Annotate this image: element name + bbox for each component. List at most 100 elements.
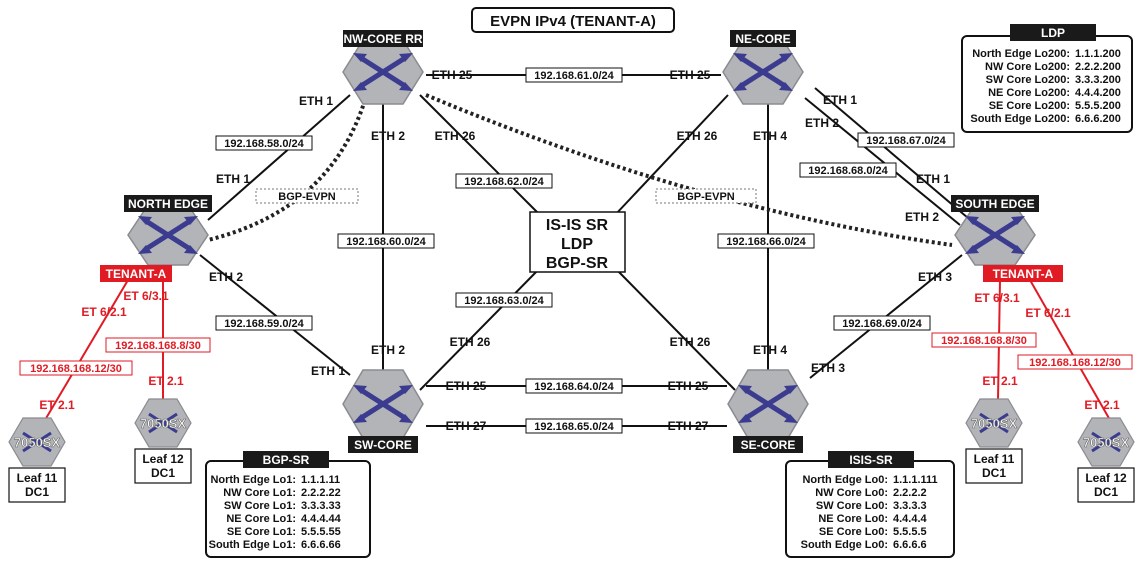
isis-row-2-label: NW Core Lo0: [815, 487, 888, 499]
if-ne-eth2: ETH 2 [805, 116, 839, 130]
router-se-core[interactable]: SE-CORE [727, 369, 809, 453]
if-north-eth1: ETH 1 [216, 172, 250, 186]
svg-text:192.168.63.0/24: 192.168.63.0/24 [464, 295, 544, 307]
if-north-eth2: ETH 2 [209, 270, 243, 284]
subnet-nw-ne: 192.168.61.0/24 [525, 67, 623, 83]
if-sw-eth1: ETH 1 [311, 364, 345, 378]
svg-text:192.168.69.0/24: 192.168.69.0/24 [842, 318, 922, 330]
ldp-row-5-label: SE Core Lo200: [989, 100, 1070, 112]
if-ne-eth4: ETH 4 [753, 129, 787, 143]
if-lleaf12-et21: ET 2.1 [148, 374, 184, 388]
if-nw-eth1: ETH 1 [299, 94, 333, 108]
router-ne-core-label: NE-CORE [735, 32, 790, 46]
tenant-badge-north [100, 265, 172, 282]
leaf-switch-right-12[interactable]: 7050SX Leaf 12 DC1 [1077, 417, 1135, 503]
bgpsr-row-6-label: South Edge Lo1: [209, 539, 296, 551]
leaf-right-11-name: Leaf 11 [974, 452, 1015, 466]
tenant-badge-south [983, 265, 1063, 282]
router-north-edge[interactable]: NORTH EDGE TENANT-A [100, 195, 212, 282]
isis-row-4-value: 4.4.4.4 [893, 513, 928, 525]
isis-row-5-value: 5.5.5.5 [893, 526, 927, 538]
subnet-sw-se-27: 192.168.65.0/24 [525, 418, 623, 434]
isis-row-3-label: SW Core Lo0: [816, 500, 888, 512]
bgpsr-row-5-value: 5.5.5.55 [301, 526, 341, 538]
leaf-right-11-dc: DC1 [982, 466, 1006, 480]
leaf-left-12-dc: DC1 [151, 466, 175, 480]
bgpsr-row-4-value: 4.4.4.44 [301, 513, 342, 525]
svg-text:192.168.60.0/24: 192.168.60.0/24 [346, 236, 426, 248]
leaf-left-11-model: 7050SX [14, 435, 61, 450]
router-south-edge[interactable]: SOUTH EDGE TENANT-A [951, 195, 1063, 282]
link-ne-south-1 [814, 87, 969, 219]
if-nw-eth25: ETH 25 [432, 68, 473, 82]
link-south-leaf12 [1029, 279, 1111, 421]
subnet-south-leaf11: 192.168.168.8/30 [931, 332, 1037, 348]
if-sw-eth25: ETH 25 [446, 379, 487, 393]
if-se-eth25: ETH 25 [668, 379, 709, 393]
subnet-north-leaf12: 192.168.168.8/30 [105, 337, 211, 353]
if-south-et631: ET 6/3.1 [974, 291, 1020, 305]
bgp-evpn-label-south-frame [655, 188, 757, 204]
router-ne-core[interactable]: NE-CORE [722, 30, 804, 105]
bgpsr-row-2-label: NW Core Lo1: [223, 487, 296, 499]
svg-text:192.168.61.0/24: 192.168.61.0/24 [534, 70, 614, 82]
bgp-evpn-label-north-frame [255, 188, 359, 204]
svg-text:192.168.62.0/24: 192.168.62.0/24 [464, 176, 544, 188]
tenant-label-north: TENANT-A [106, 267, 167, 281]
bgpsr-row-6-value: 6.6.6.66 [301, 539, 341, 551]
if-nw-eth26: ETH 26 [435, 129, 476, 143]
subnet-north-sw: 192.168.59.0/24 [215, 315, 313, 331]
router-sw-core-label: SW-CORE [354, 438, 412, 452]
leaf-right-12-dc: DC1 [1094, 485, 1118, 499]
bgpsr-row-1-label: North Edge Lo1: [210, 474, 296, 486]
svg-text:192.168.168.8/30: 192.168.168.8/30 [941, 335, 1027, 347]
ldp-row-6-value: 6.6.6.200 [1075, 113, 1121, 125]
bgp-evpn-label-north: BGP-EVPN [278, 191, 336, 203]
ldp-row-3-value: 3.3.3.200 [1075, 74, 1121, 86]
ldp-row-6-label: South Edge Lo200: [970, 113, 1070, 125]
router-south-edge-label: SOUTH EDGE [955, 197, 1034, 211]
tenant-interface-labels: ET 6/3.1 ET 6/2.1 ET 6/3.1 ET 6/2.1 ET 2… [39, 289, 1120, 412]
if-south-eth2: ETH 2 [905, 210, 939, 224]
svg-text:192.168.58.0/24: 192.168.58.0/24 [224, 138, 304, 150]
leaf-left-11-name: Leaf 11 [17, 471, 58, 485]
link-nw-center [419, 94, 541, 216]
ldp-row-1-value: 1.1.1.200 [1075, 48, 1121, 60]
center-label-ldp: LDP [561, 236, 593, 253]
router-north-edge-label: NORTH EDGE [128, 197, 208, 211]
subnet-ne-se: 192.168.66.0/24 [717, 233, 815, 249]
leaf-switch-left-11[interactable]: 7050SX Leaf 11 DC1 [8, 417, 66, 503]
leaf-switch-right-11[interactable]: 7050SX Leaf 11 DC1 [965, 398, 1023, 484]
if-sw-eth27: ETH 27 [446, 419, 487, 433]
if-nw-eth2: ETH 2 [371, 129, 405, 143]
interface-labels: ETH 25 ETH 25 ETH 1 ETH 2 ETH 26 ETH 1 E… [209, 68, 952, 433]
bgp-evpn-label-south: BGP-EVPN [677, 191, 735, 203]
bgpsr-row-3-label: SW Core Lo1: [224, 500, 296, 512]
leaf-switch-left-12[interactable]: 7050SX Leaf 12 DC1 [134, 398, 192, 484]
svg-text:192.168.168.12/30: 192.168.168.12/30 [30, 363, 122, 375]
router-nw-core[interactable]: NW-CORE RR [342, 30, 424, 105]
bgpsr-row-1-value: 1.1.1.11 [301, 474, 340, 486]
link-center-sw [419, 267, 541, 391]
ldp-row-4-value: 4.4.4.200 [1075, 87, 1121, 99]
link-north-sw [199, 254, 351, 376]
subnet-nw-north: 192.168.58.0/24 [215, 135, 313, 151]
center-label-bgpsr: BGP-SR [546, 255, 609, 272]
center-label-isis: IS-IS SR [546, 217, 609, 234]
router-sw-core[interactable]: SW-CORE [342, 369, 424, 453]
center-protocol-box [529, 211, 626, 273]
leaf-right-12-model: 7050SX [1083, 435, 1130, 450]
if-sw-eth26: ETH 26 [450, 335, 491, 349]
svg-text:192.168.59.0/24: 192.168.59.0/24 [224, 318, 304, 330]
isis-row-2-value: 2.2.2.2 [893, 487, 927, 499]
subnet-ne-south2: 192.168.68.0/24 [799, 162, 897, 178]
leaf-left-12-name: Leaf 12 [142, 452, 184, 466]
isis-row-3-value: 3.3.3.3 [893, 500, 927, 512]
ldp-row-2-value: 2.2.2.200 [1075, 61, 1121, 73]
leaf-left-12-model: 7050SX [140, 416, 187, 431]
isis-row-1-label: North Edge Lo0: [802, 474, 888, 486]
subnet-south-se: 192.168.69.0/24 [833, 315, 931, 331]
svg-text:192.168.168.8/30: 192.168.168.8/30 [115, 340, 201, 352]
